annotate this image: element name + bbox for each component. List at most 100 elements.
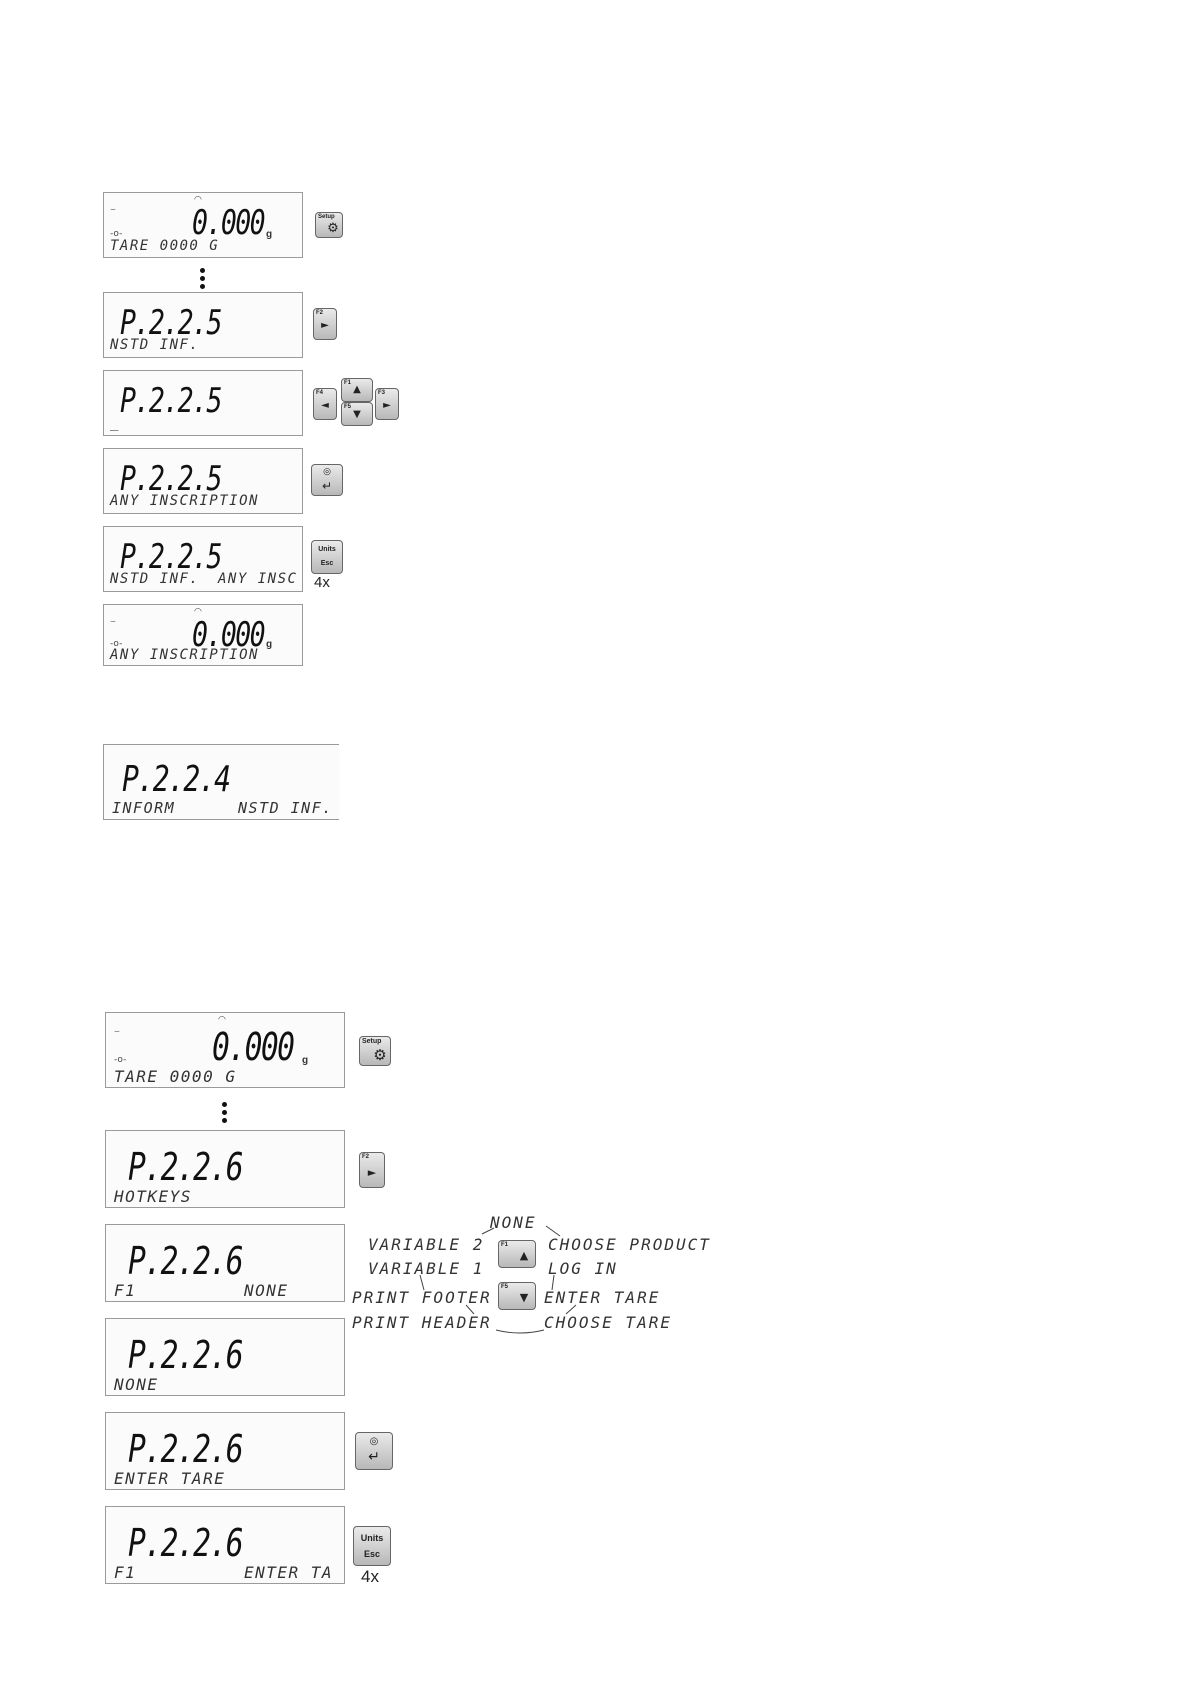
option-print-header: PRINT HEADER	[352, 1313, 492, 1332]
s1-display-home: ⌣ -o- ◠ 0.000 g TARE 0000 G	[103, 192, 303, 258]
gear-icon: ⚙	[327, 221, 339, 236]
f5-down-key[interactable]: F5 ▼	[498, 1282, 536, 1310]
display-text-right: NSTD INF.	[238, 799, 333, 817]
display-text-right: NONE	[244, 1281, 289, 1300]
option-enter-tare: ENTER TARE	[544, 1288, 661, 1307]
setup-key[interactable]: Setup ⚙	[315, 212, 343, 238]
f2-label: F2	[362, 1154, 370, 1160]
parameter-code: P.2.2.6	[128, 1333, 244, 1377]
f1-up-key[interactable]: F1 ▲	[341, 378, 373, 402]
stability-indicator: ⌣	[110, 205, 116, 215]
f2-right-key[interactable]: F2 ►	[359, 1152, 385, 1188]
enter-key[interactable]: ◎ ↵	[355, 1432, 393, 1470]
f3-label: F3	[378, 390, 386, 396]
option-log-in: LOG IN	[548, 1259, 618, 1278]
setup-label: Setup	[318, 214, 335, 220]
repeat-count: 4x	[314, 574, 330, 591]
repeat-count: 4x	[361, 1567, 379, 1586]
display-text: ENTER TARE	[114, 1469, 226, 1488]
display-text: ANY INSCRIPTION	[110, 647, 259, 663]
s2-display-inform: P.2.2.4 INFORM NSTD INF.	[103, 744, 339, 820]
parameter-code: P.2.2.6	[128, 1239, 244, 1283]
zero-indicator: -o-	[110, 229, 123, 239]
f1-up-key[interactable]: F1 ▲	[498, 1240, 536, 1268]
weight-readout: 0.000	[192, 615, 266, 655]
option-variable-1: VARIABLE 1	[368, 1259, 485, 1278]
display-text-right: ENTER TA	[244, 1563, 334, 1582]
f5-label: F5	[344, 404, 352, 410]
display-text-left: F1	[114, 1281, 137, 1300]
arrow-up-icon: ▲	[353, 384, 361, 395]
option-choose-product: CHOOSE PRODUCT	[548, 1235, 711, 1254]
s3-display-enter-tare: P.2.2.6 ENTER TARE	[105, 1412, 345, 1490]
zero-indicator: -o-	[110, 639, 123, 649]
option-print-footer: PRINT FOOTER	[352, 1288, 492, 1307]
enter-icon: ↵	[321, 479, 333, 493]
arrow-down-icon: ▼	[519, 1291, 529, 1304]
parameter-code: P.2.2.5	[120, 459, 222, 499]
arrow-right-icon: ►	[383, 400, 391, 411]
s1-display-edit: P.2.2.5 _	[103, 370, 303, 436]
weight-readout: 0.000	[212, 1025, 295, 1069]
s3-display-none: P.2.2.6 NONE	[105, 1318, 345, 1396]
option-choose-tare: CHOOSE TARE	[544, 1313, 672, 1332]
display-text-right: ANY INSC	[218, 571, 298, 587]
display-text-left: F1	[114, 1563, 137, 1582]
units-esc-key[interactable]: Units Esc	[311, 540, 343, 574]
units-esc-key[interactable]: Units Esc	[353, 1526, 391, 1566]
s3-display-f1-enter-tare: P.2.2.6 F1 ENTER TA	[105, 1506, 345, 1584]
esc-label: Esc	[363, 1549, 380, 1559]
display-text: NSTD INF.	[110, 337, 200, 353]
units-label: Units	[318, 546, 336, 553]
f2-label: F2	[316, 310, 324, 316]
parameter-code: P.2.2.6	[128, 1145, 244, 1189]
weight-unit: g	[266, 229, 273, 240]
s1-display-result: ⌣ -o- ◠ 0.000 g ANY INSCRIPTION	[103, 604, 303, 666]
ellipsis-vertical	[200, 268, 206, 292]
gear-icon: ⚙	[373, 1046, 387, 1064]
display-text-left: INFORM	[112, 799, 176, 817]
arrow-up-icon: ▲	[519, 1249, 529, 1262]
stability-indicator: ⌣	[110, 617, 116, 627]
balance-icon: ◠	[194, 607, 202, 617]
setup-key[interactable]: Setup ⚙	[359, 1036, 391, 1066]
setup-label: Setup	[362, 1038, 382, 1045]
arrow-left-icon: ◄	[321, 400, 329, 411]
display-text: ANY INSCRIPTION	[110, 493, 259, 509]
f2-right-key[interactable]: F2 ►	[313, 308, 337, 340]
parameter-code: P.2.2.6	[128, 1427, 244, 1471]
display-text: TARE 0000 G	[114, 1067, 237, 1086]
print-icon: ◎	[369, 1436, 379, 1447]
s1-display-confirmed: P.2.2.5 NSTD INF. ANY INSC	[103, 526, 303, 592]
s1-display-p225: P.2.2.5 NSTD INF.	[103, 292, 303, 358]
f4-left-key[interactable]: F4 ◄	[313, 388, 337, 420]
weight-unit: g	[266, 639, 273, 650]
f3-right-key[interactable]: F3 ►	[375, 388, 399, 420]
s3-display-home: ⌣ -o- ◠ 0.000 g TARE 0000 G	[105, 1012, 345, 1088]
display-text-left: NSTD INF.	[110, 571, 200, 587]
weight-unit: g	[302, 1055, 309, 1066]
print-icon: ◎	[323, 467, 331, 477]
weight-readout: 0.000	[192, 203, 266, 243]
f5-down-key[interactable]: F5 ▼	[341, 402, 373, 426]
option-none: NONE	[490, 1213, 537, 1232]
s3-display-f1: P.2.2.6 F1 NONE	[105, 1224, 345, 1302]
enter-key[interactable]: ◎ ↵	[311, 464, 343, 496]
parameter-code: P.2.2.5	[120, 303, 222, 343]
balance-icon: ◠	[194, 195, 202, 205]
arrow-right-icon: ►	[367, 1166, 377, 1179]
parameter-code: P.2.2.5	[120, 537, 222, 577]
parameter-code: P.2.2.6	[128, 1521, 244, 1565]
parameter-code: P.2.2.4	[122, 759, 231, 800]
units-label: Units	[360, 1533, 384, 1543]
f4-label: F4	[316, 390, 324, 396]
display-text: NONE	[114, 1375, 159, 1394]
display-text: HOTKEYS	[114, 1187, 192, 1206]
stability-indicator: ⌣	[114, 1027, 120, 1037]
parameter-code: P.2.2.5	[120, 381, 222, 421]
option-variable-2: VARIABLE 2	[368, 1235, 485, 1254]
arrow-right-icon: ►	[321, 320, 329, 331]
f5-label: F5	[501, 1284, 509, 1290]
zero-indicator: -o-	[114, 1055, 127, 1065]
